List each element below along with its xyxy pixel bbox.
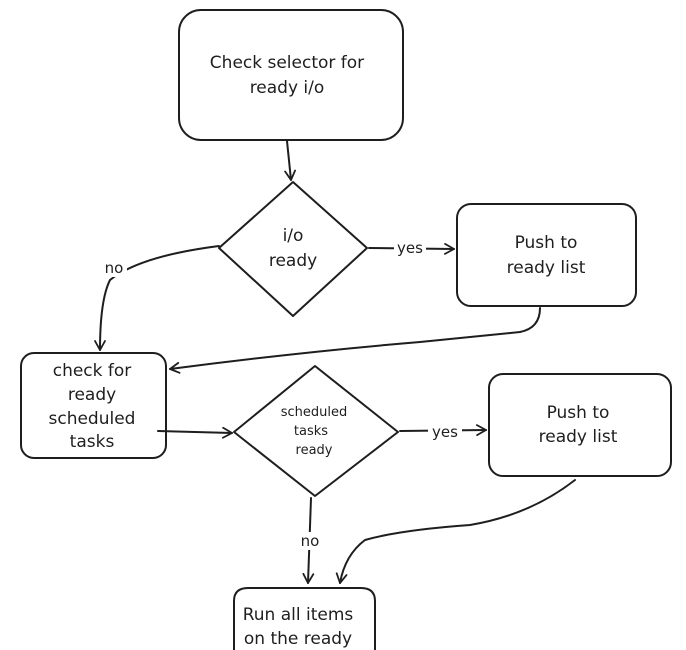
edge-scheduled-no: no: [296, 497, 324, 584]
decision-scheduled-line-1: scheduled: [281, 405, 348, 420]
edge-io-no-label: no: [105, 259, 124, 277]
node-check-scheduled-tasks: check for ready scheduled tasks: [20, 352, 167, 459]
node-push-ready-list-2: Push to ready list: [488, 373, 672, 477]
edge-io-yes-label: yes: [397, 239, 423, 257]
edge-selector-to-io-ready: [284, 140, 296, 181]
node-check-scheduled-line-2: ready: [68, 385, 116, 405]
node-push-ready-list-1-line-1: Push to: [515, 233, 578, 253]
node-check-selector: Check selector for ready i/o: [178, 9, 404, 141]
node-push-ready-list-1: Push to ready list: [456, 203, 637, 307]
edge-io-no: no: [94, 245, 220, 351]
node-check-selector-line-2: ready i/o: [250, 78, 325, 98]
edge-scheduled-yes-label: yes: [432, 423, 458, 441]
node-run-all-line-1: Run all items: [243, 605, 354, 625]
edge-io-yes: yes: [368, 238, 455, 257]
node-push-ready-list-2-line-1: Push to: [547, 403, 610, 423]
decision-scheduled-line-3: ready: [296, 443, 333, 458]
decision-io-ready-line-1: i/o: [283, 226, 304, 246]
edge-scheduled-yes: yes: [399, 422, 487, 441]
decision-io-ready: i/o ready: [218, 181, 368, 317]
edge-push-2-to-run-all: [335, 479, 576, 584]
edge-push-1-to-check-scheduled: [169, 307, 541, 374]
node-check-scheduled-line-4: tasks: [70, 432, 115, 452]
decision-scheduled-tasks-ready: scheduled tasks ready: [233, 365, 399, 497]
decision-io-ready-line-2: ready: [269, 251, 317, 271]
decision-scheduled-line-2: tasks: [294, 424, 328, 439]
node-check-scheduled-line-1: check for: [53, 361, 132, 381]
node-check-selector-line-1: Check selector for: [210, 53, 364, 73]
node-run-all-items: Run all items on the ready: [233, 587, 376, 650]
node-check-scheduled-line-3: scheduled: [49, 409, 136, 429]
node-run-all-line-2: on the ready: [244, 629, 352, 649]
node-push-ready-list-1-line-2: ready list: [507, 258, 586, 278]
edge-scheduled-no-label: no: [301, 532, 320, 550]
edge-check-scheduled-to-decision: [157, 426, 233, 439]
node-push-ready-list-2-line-2: ready list: [539, 427, 618, 447]
